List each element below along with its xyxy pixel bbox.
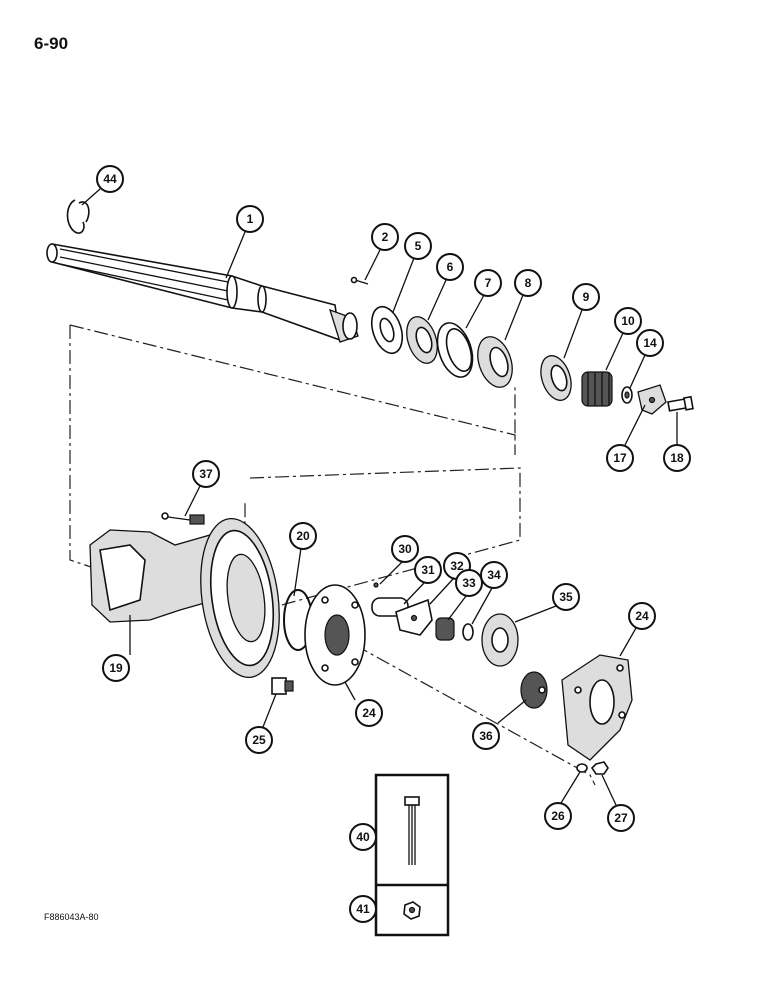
svg-text:24: 24: [635, 609, 649, 623]
callouts: 44 1 2 5 6 7 8 9 10 14 17 18 37 20 30 31…: [96, 165, 691, 923]
svg-text:37: 37: [199, 467, 213, 481]
callout-40: 40: [349, 823, 377, 851]
svg-text:44: 44: [103, 172, 117, 186]
svg-text:26: 26: [551, 809, 565, 823]
callout-8: 8: [514, 269, 542, 297]
alignment-lines: [69, 324, 596, 786]
callout-33: 33: [455, 569, 483, 597]
svg-text:5: 5: [415, 239, 422, 253]
callout-14: 14: [636, 329, 664, 357]
bearing-cone-8: [477, 336, 513, 388]
svg-text:25: 25: [252, 733, 266, 747]
svg-text:10: 10: [621, 314, 635, 328]
svg-text:30: 30: [398, 542, 412, 556]
shim-5: [370, 305, 404, 355]
callout-1: 1: [236, 205, 264, 233]
bearing-9: [540, 355, 572, 401]
bolt-40: [404, 796, 420, 865]
svg-text:19: 19: [109, 661, 123, 675]
pin-2: [350, 276, 369, 285]
washer-14: [621, 386, 633, 404]
callout-24: 24: [628, 602, 656, 630]
callout-2: 2: [371, 223, 399, 251]
washer-34: [462, 623, 474, 641]
bearing-33: [435, 617, 455, 641]
callout-6: 6: [436, 253, 464, 281]
svg-text:8: 8: [525, 276, 532, 290]
svg-text:17: 17: [613, 451, 627, 465]
leader-lines: [81, 188, 678, 806]
washer-26: [576, 763, 588, 773]
callout-30: 30: [391, 535, 419, 563]
callout-9: 9: [572, 283, 600, 311]
snap-ring-44: [66, 199, 90, 234]
cover-24: [561, 654, 633, 761]
svg-text:32: 32: [450, 559, 464, 573]
callout-17: 17: [606, 444, 634, 472]
callout-10: 10: [614, 307, 642, 335]
fitting-25: [271, 677, 294, 695]
callout-37: 37: [192, 460, 220, 488]
svg-text:33: 33: [462, 576, 476, 590]
callout-41: 41: [349, 895, 377, 923]
svg-text:41: 41: [356, 902, 370, 916]
bearing-cup-7: [436, 322, 474, 378]
svg-text:9: 9: [583, 290, 590, 304]
callout-24-hub: 24: [355, 699, 383, 727]
callout-26: 26: [544, 802, 572, 830]
figure-code: F886043A-80: [44, 912, 99, 922]
svg-text:35: 35: [559, 590, 573, 604]
svg-text:1: 1: [247, 212, 254, 226]
callout-19: 19: [102, 654, 130, 682]
callout-18: 18: [663, 444, 691, 472]
gear-35: [481, 613, 519, 667]
callout-25: 25: [245, 726, 273, 754]
svg-text:7: 7: [485, 276, 492, 290]
housing-19: [89, 517, 280, 679]
callout-36: 36: [472, 722, 500, 750]
svg-text:20: 20: [296, 529, 310, 543]
seal-6: [406, 316, 438, 364]
page-number: 6-90: [34, 34, 69, 53]
svg-text:24: 24: [362, 706, 376, 720]
svg-text:6: 6: [447, 260, 454, 274]
svg-text:34: 34: [487, 568, 501, 582]
inset-box: [374, 773, 450, 937]
svg-text:18: 18: [670, 451, 684, 465]
callout-5: 5: [404, 232, 432, 260]
hub-24: [304, 584, 366, 686]
svg-text:31: 31: [421, 563, 435, 577]
bolt-18: [667, 395, 694, 412]
callout-35: 35: [552, 583, 580, 611]
callout-20: 20: [289, 522, 317, 550]
callout-31: 31: [414, 556, 442, 584]
nut-27: [590, 761, 609, 775]
callout-27: 27: [607, 804, 635, 832]
bolt-37: [161, 512, 205, 525]
svg-text:2: 2: [382, 230, 389, 244]
carrier-32: [395, 598, 433, 636]
svg-text:27: 27: [614, 811, 628, 825]
svg-text:36: 36: [479, 729, 493, 743]
shaft-1: [46, 243, 359, 343]
gear-36: [520, 671, 548, 709]
callout-44: 44: [96, 165, 124, 193]
svg-text:14: 14: [643, 336, 657, 350]
nut-41: [403, 901, 421, 920]
pin-30: [373, 582, 379, 588]
callout-34: 34: [480, 561, 508, 589]
gear-10: [581, 371, 613, 407]
plate-17: [637, 384, 667, 415]
svg-text:40: 40: [356, 830, 370, 844]
callout-7: 7: [474, 269, 502, 297]
